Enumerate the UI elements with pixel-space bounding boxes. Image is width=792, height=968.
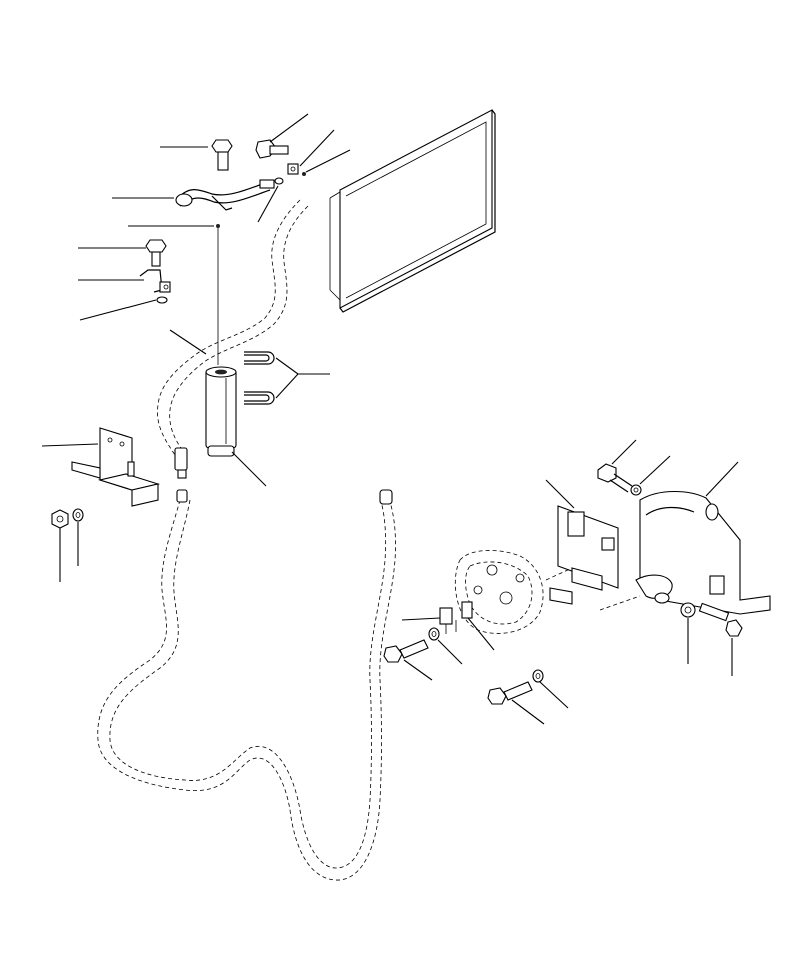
bolt-right-upper xyxy=(597,463,633,493)
condenser xyxy=(329,109,496,313)
bolt-top-left xyxy=(211,139,233,171)
washer-bottom-center xyxy=(532,669,544,683)
compressor xyxy=(439,550,544,634)
u-bolt-upper xyxy=(244,351,275,365)
compressor-mount-bracket xyxy=(545,505,641,611)
receiver-drier xyxy=(205,228,237,457)
bolt-right-lower xyxy=(698,602,743,637)
nut xyxy=(51,509,69,529)
engine-support-bracket xyxy=(635,491,771,615)
hose-upper xyxy=(157,199,309,456)
small-ball-mid xyxy=(216,224,220,228)
bolt-top-right xyxy=(255,139,289,159)
u-bolt-lower xyxy=(244,391,275,405)
hose-with-clamp-top xyxy=(175,179,275,211)
washer-right-upper xyxy=(630,484,642,496)
hose-lower-long xyxy=(97,494,396,881)
fitting-nut-top xyxy=(287,163,299,175)
washer-bottom-left xyxy=(428,627,440,641)
washer xyxy=(72,508,84,522)
bolt-mid-left xyxy=(145,239,167,267)
leader-lines xyxy=(41,113,739,725)
o-ring-top xyxy=(274,177,284,185)
spacer-right xyxy=(680,602,696,618)
hose-fitting-left xyxy=(174,447,188,503)
bolt-bottom-left xyxy=(383,639,429,663)
clamp-mid-left xyxy=(139,269,171,293)
o-ring-mid-left xyxy=(156,296,168,304)
small-ball-top xyxy=(302,172,306,176)
bolt-bottom-center xyxy=(487,681,533,705)
hose-end-compressor xyxy=(379,489,393,505)
receiver-bracket xyxy=(71,427,161,507)
